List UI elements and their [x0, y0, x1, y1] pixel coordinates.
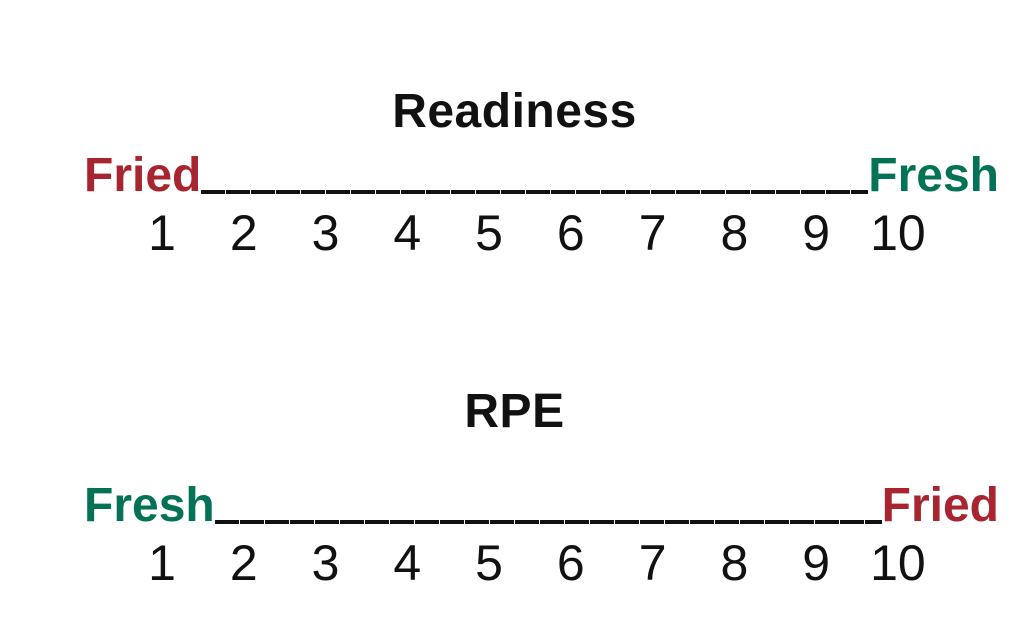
rpe-tick-1[interactable]: 1 — [148, 535, 176, 591]
scale-line — [214, 520, 882, 524]
readiness-title: Readiness — [392, 85, 637, 138]
rpe-tick-2[interactable]: 2 — [229, 535, 258, 591]
readiness-tick-5[interactable]: 5 — [475, 205, 503, 261]
rpe-tick-5[interactable]: 5 — [475, 535, 503, 591]
readiness-tick-7[interactable]: 7 — [638, 205, 667, 261]
rpe-tick-10[interactable]: 10 — [870, 535, 926, 591]
rpe-tick-7[interactable]: 7 — [638, 535, 667, 591]
readiness-tick-8[interactable]: 8 — [720, 205, 749, 261]
rpe-tick-4[interactable]: 4 — [393, 535, 422, 591]
readiness-tick-2[interactable]: 2 — [229, 205, 258, 261]
scale-line — [201, 190, 869, 194]
readiness-tick-1[interactable]: 1 — [148, 205, 176, 261]
rpe-title: RPE — [464, 385, 565, 438]
rpe-left-label-fresh: Fresh — [84, 479, 215, 532]
rpe-tick-row: 1 2 3 4 5 6 7 8 9 10 — [130, 538, 930, 588]
rpe-tick-6[interactable]: 6 — [556, 535, 585, 591]
readiness-right-label-fresh: Fresh — [868, 149, 999, 202]
readiness-tick-row: 1 2 3 4 5 6 7 8 9 10 — [130, 208, 930, 258]
readiness-left-label-fried: Fried — [84, 149, 202, 202]
rpe-tick-9[interactable]: 9 — [802, 535, 831, 591]
readiness-tick-4[interactable]: 4 — [393, 205, 422, 261]
rpe-right-label-fried: Fried — [881, 479, 999, 532]
readiness-tick-10[interactable]: 10 — [870, 205, 926, 261]
rpe-scale: Fresh Fried — [84, 478, 999, 530]
readiness-tick-9[interactable]: 9 — [802, 205, 831, 261]
rpe-tick-8[interactable]: 8 — [720, 535, 749, 591]
readiness-tick-3[interactable]: 3 — [311, 205, 340, 261]
readiness-scale: Fried Fresh — [84, 148, 999, 200]
readiness-tick-6[interactable]: 6 — [556, 205, 585, 261]
rpe-tick-3[interactable]: 3 — [311, 535, 340, 591]
